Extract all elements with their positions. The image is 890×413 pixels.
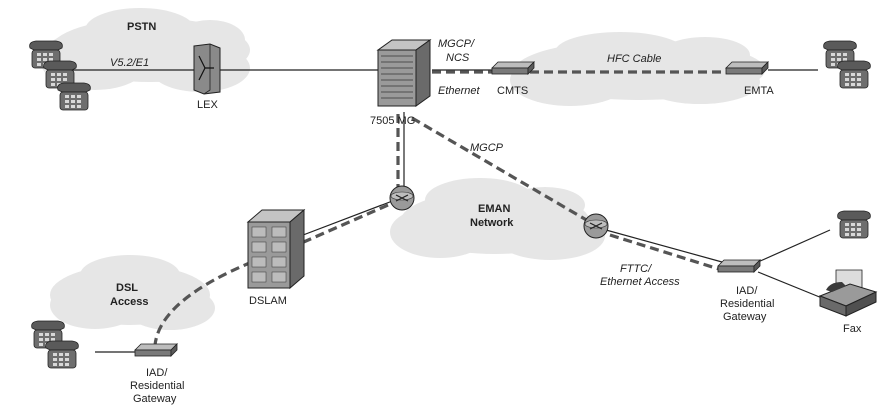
- pstn-cloud: [40, 8, 250, 92]
- iad-to-phone-link: [757, 229, 831, 263]
- iad-to-fax-link: [757, 271, 823, 299]
- fttc-iad-gateway-icon: [717, 259, 761, 273]
- router-to-iad-link: [605, 229, 723, 263]
- svg-text:Residential: Residential: [130, 380, 184, 392]
- dashed-links: [153, 70, 768, 346]
- lex-label: LEX: [197, 99, 218, 111]
- fttc-label-1: FTTC/: [620, 263, 652, 275]
- emta-label: EMTA: [744, 85, 774, 97]
- svg-text:Residential: Residential: [720, 298, 774, 310]
- svg-text:IAD/: IAD/: [146, 367, 168, 379]
- dslam-rack-icon: [246, 208, 306, 290]
- svg-text:IAD/: IAD/: [736, 285, 758, 297]
- dsl-iad-label: IAD/ Residential Gateway: [130, 367, 184, 405]
- eman-router-icon: [583, 213, 609, 239]
- phone-icon: [57, 82, 91, 111]
- dsl-iad-gateway-icon: [134, 343, 178, 357]
- fax-label: Fax: [843, 323, 862, 335]
- v52-e1-label: V5.2/E1: [110, 57, 149, 69]
- solid-links: [68, 69, 831, 353]
- cmts-device-icon: [491, 61, 535, 75]
- hfc-cloud-label: HFC Cable: [607, 53, 661, 65]
- dslam-iad-dashed-link: [153, 260, 253, 346]
- phone-icon: [837, 60, 871, 89]
- phone-icon: [45, 340, 79, 369]
- fttc-iad-label: IAD/ Residential Gateway: [720, 285, 774, 323]
- router-to-dslam-link: [289, 199, 396, 241]
- mgcp-label: MGCP: [470, 142, 504, 154]
- mgcp-ncs-label-1: MGCP/: [438, 38, 475, 50]
- router-iad-dashed-link: [609, 233, 723, 272]
- router-dslam-dashed-link: [289, 203, 389, 250]
- eman-cloud-label-1: EMAN: [478, 203, 510, 215]
- pstn-cloud-label: PSTN: [127, 21, 156, 33]
- hfc-phones: [823, 40, 871, 89]
- fax-icon: [818, 269, 878, 317]
- phone-icon: [837, 210, 871, 239]
- dslam-label: DSLAM: [249, 295, 287, 307]
- dsl-cloud: [50, 255, 215, 330]
- svg-text:Gateway: Gateway: [723, 311, 767, 323]
- svg-text:Gateway: Gateway: [133, 393, 177, 405]
- mg-label: 7505 MG: [370, 115, 415, 127]
- mgcp-dashed-link: [411, 116, 596, 227]
- dsl-cloud-label-2: Access: [110, 296, 149, 308]
- mg-chassis-icon: [376, 39, 432, 107]
- mgcp-ncs-label-2: NCS: [446, 52, 470, 64]
- cmts-label: CMTS: [497, 85, 528, 97]
- eman-cloud-label-2: Network: [470, 217, 514, 229]
- lex-switch-icon: [193, 43, 221, 95]
- eman-cloud: [390, 178, 605, 260]
- fttc-label-2: Ethernet Access: [600, 276, 680, 288]
- dsl-cloud-label-1: DSL: [116, 282, 138, 294]
- ethernet-label: Ethernet: [438, 85, 481, 97]
- dsl-phones: [31, 320, 79, 369]
- edge-router-icon: [389, 185, 415, 211]
- emta-device-icon: [725, 61, 769, 75]
